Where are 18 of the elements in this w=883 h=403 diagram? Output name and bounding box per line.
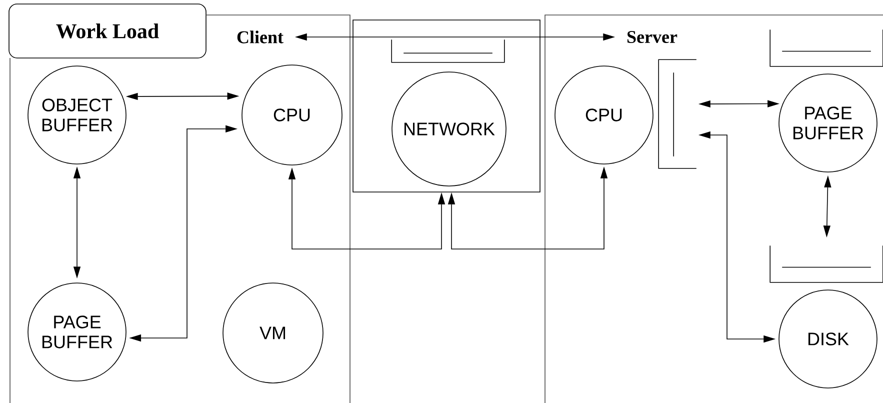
- circle-node: NETWORK: [392, 72, 506, 186]
- circle-node: VM: [222, 282, 324, 384]
- circle-node: PAGE BUFFER: [28, 282, 126, 382]
- circle-node: PAGE BUFFER: [778, 74, 878, 172]
- panel-frame: [544, 14, 883, 403]
- queue-symbol: [658, 59, 697, 169]
- title-box: Work Load: [8, 4, 206, 58]
- circle-node: OBJECT BUFFER: [28, 66, 126, 164]
- queue-symbol: [770, 29, 883, 67]
- circle-node: CPU: [242, 64, 342, 166]
- panel-frame: [10, 14, 350, 403]
- queue-symbol: [770, 245, 883, 283]
- circle-node: DISK: [778, 290, 878, 388]
- queue-symbol: [391, 39, 505, 63]
- panel-heading: Client: [237, 30, 284, 44]
- panel-heading: Server: [627, 30, 678, 44]
- network-box: [352, 20, 540, 192]
- circle-node: CPU: [554, 66, 654, 164]
